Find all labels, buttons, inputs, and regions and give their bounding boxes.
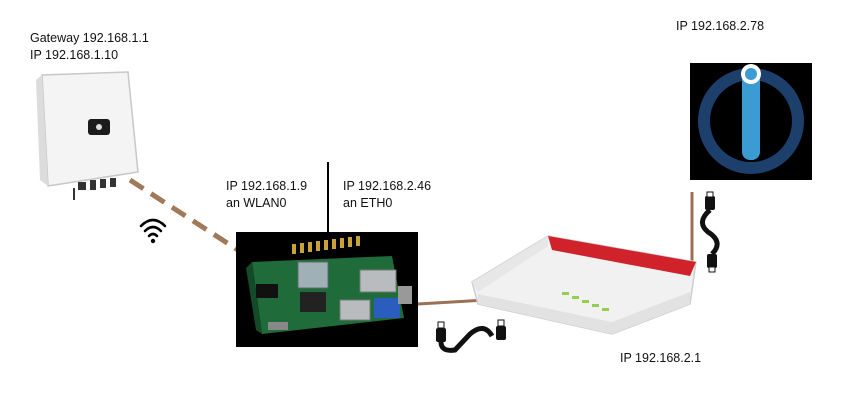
inverter-ip-label: IP 192.168.1.10 (30, 48, 119, 62)
wifi-link-line (128, 177, 240, 253)
ethernet-cable-icon (436, 319, 506, 353)
wifi-icon (139, 218, 167, 244)
pi-wlan-ip: IP 192.168.1.9 (226, 179, 308, 193)
iobroker-ip-label: IP 192.168.2.78 (676, 19, 765, 33)
ethernet-cable-icon-vertical (700, 191, 720, 273)
inverter-gateway-label: Gateway 192.168.1.1 (30, 31, 149, 45)
router-icon (471, 235, 697, 335)
pi-eth-label: IP 192.168.2.46 an ETH0 (343, 178, 431, 212)
router-ip-label: IP 192.168.2.1 (620, 351, 702, 365)
solar-inverter-icon (36, 71, 139, 200)
pi-eth-iface: an ETH0 (343, 196, 393, 210)
pi-wlan-label: IP 192.168.1.9 an WLAN0 (226, 178, 307, 212)
ethernet-link-pi-router (417, 298, 487, 306)
pi-wlan-iface: an WLAN0 (226, 196, 287, 210)
iobroker-logo-icon (690, 63, 812, 180)
raspberry-pi-board-icon (236, 232, 418, 347)
inverter-label: Gateway 192.168.1.1 IP 192.168.1.10 (30, 30, 149, 64)
pi-eth-ip: IP 192.168.2.46 (343, 179, 432, 193)
